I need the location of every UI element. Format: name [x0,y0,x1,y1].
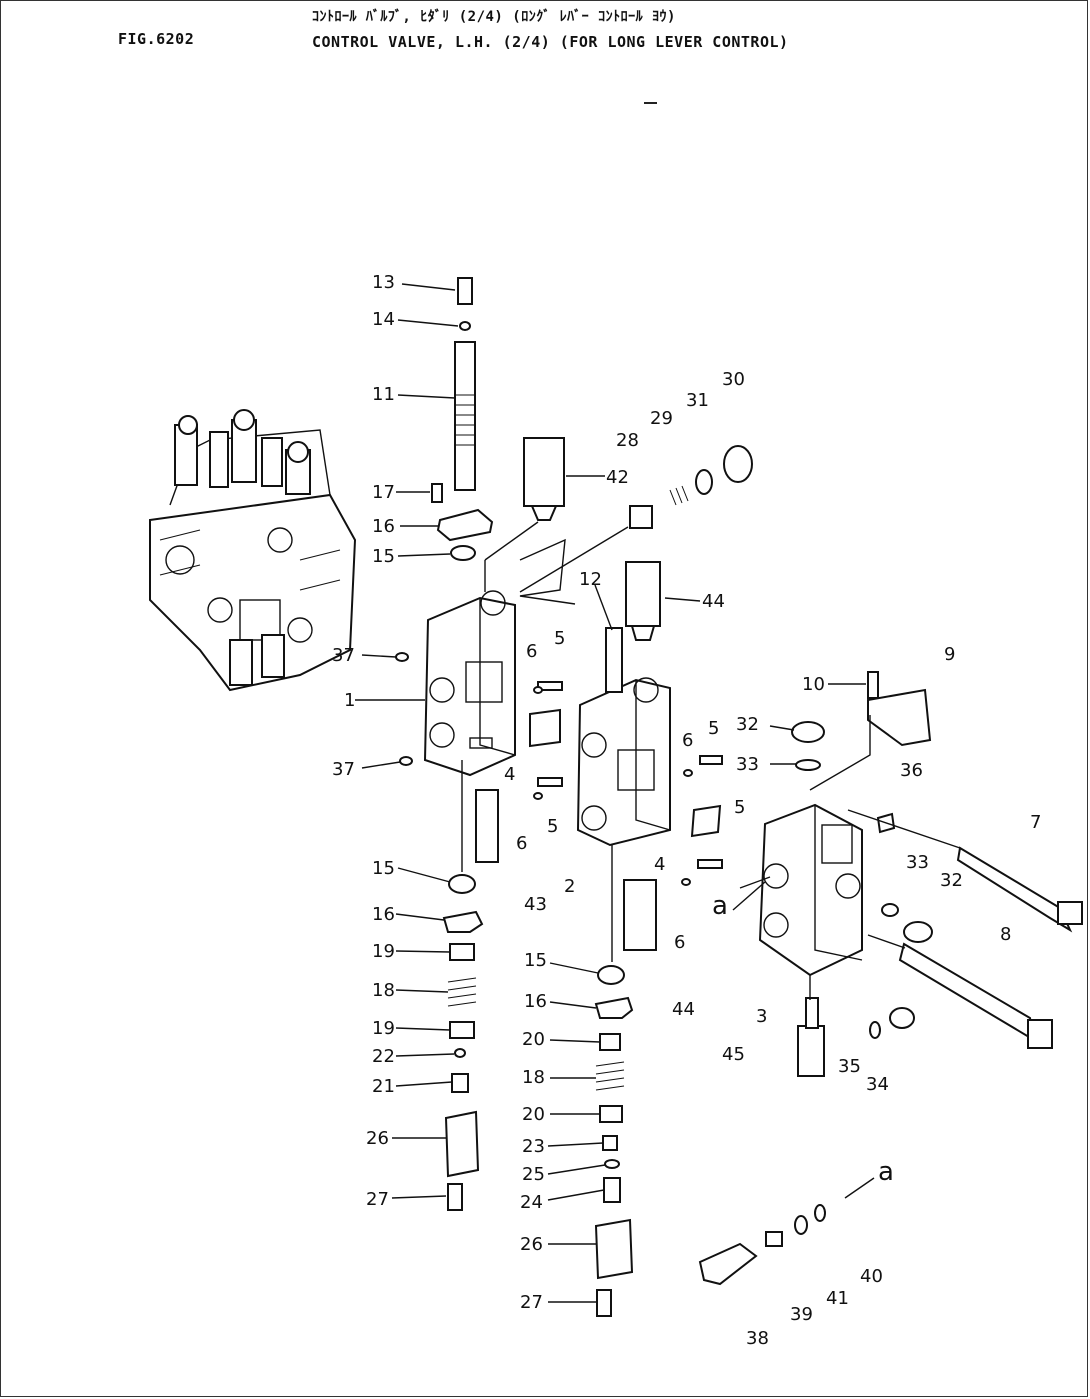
callout-16: 16 [372,904,395,925]
spool-assembly-parts [431,277,494,561]
callout-19: 19 [372,1018,395,1039]
figure-number: FIG.6202 [118,30,195,48]
callout-26: 26 [366,1128,389,1149]
callout-38: 38 [746,1328,769,1349]
part-callouts: 13 14 11 17 16 15 37 1 37 42 28 29 31 30… [332,272,1041,1349]
callout-27: 27 [366,1189,389,1210]
callout-4: 4 [654,854,665,875]
callout-6: 6 [526,641,537,662]
callout-11: 11 [372,384,395,405]
callout-20: 20 [522,1104,545,1125]
callout-30: 30 [722,369,745,390]
callout-6: 6 [682,730,693,751]
stray-mark [644,102,657,104]
reference-arrows [739,876,875,1199]
callout-35: 35 [838,1056,861,1077]
callout-23: 23 [522,1136,545,1157]
callout-16: 16 [524,991,547,1012]
callout-3: 3 [756,1006,767,1027]
callout-5: 5 [547,816,558,837]
callout-6: 6 [674,932,685,953]
callout-13: 13 [372,272,395,293]
callout-39: 39 [790,1304,813,1325]
callout-24: 24 [520,1192,543,1213]
assembled-valve-illustration [149,409,357,692]
callout-44: 44 [702,591,725,612]
callout-18: 18 [522,1067,545,1088]
callout-28: 28 [616,430,639,451]
callout-41: 41 [826,1288,849,1309]
callout-6: 6 [516,833,527,854]
callout-33: 33 [906,852,929,873]
callout-36: 36 [900,760,923,781]
callout-26: 26 [520,1234,543,1255]
callout-42: 42 [606,467,629,488]
callout-2: 2 [564,876,575,897]
callout-44: 44 [672,999,695,1020]
callout-14: 14 [372,309,395,330]
callout-16: 16 [372,516,395,537]
spring-parts-left [442,874,484,1211]
title-japanese: ｺﾝﾄﾛｰﾙ ﾊﾞﾙﾌﾞ, ﾋﾀﾞﾘ (2/4) (ﾛﾝｸﾞ ﾚﾊﾞｰ ｺﾝﾄﾛ… [312,9,676,25]
callout-33: 33 [736,754,759,775]
callout-5: 5 [554,628,565,649]
callout-43: 43 [524,894,547,915]
title-english: CONTROL VALVE, L.H. (2/4) (FOR LONG LEVE… [312,33,789,51]
leader-lines [355,283,866,1303]
callout-a: a [878,1157,894,1187]
callout-32: 32 [940,870,963,891]
callout-17: 17 [372,482,395,503]
callout-15: 15 [372,858,395,879]
valve-section-1 [395,590,516,777]
fitting-parts [698,1204,826,1286]
callout-27: 27 [520,1292,543,1313]
callout-20: 20 [522,1029,545,1050]
callout-15: 15 [372,546,395,567]
callout-7: 7 [1030,812,1041,833]
callout-5: 5 [708,718,719,739]
callout-40: 40 [860,1266,883,1287]
callout-8: 8 [1000,924,1011,945]
callout-1: 1 [344,690,355,711]
callout-22: 22 [372,1046,395,1067]
callout-37: 37 [332,645,355,666]
callout-15: 15 [524,950,547,971]
callout-12: 12 [579,569,602,590]
relief-valve-parts [484,437,753,605]
callout-29: 29 [650,408,673,429]
valve-section-2 [475,561,723,951]
callout-19: 19 [372,941,395,962]
callout-25: 25 [522,1164,545,1185]
callout-5: 5 [734,797,745,818]
callout-32: 32 [736,714,759,735]
callout-21: 21 [372,1076,395,1097]
callout-31: 31 [686,390,709,411]
spring-parts-right [461,760,634,1317]
valve-section-3 [758,671,1083,1077]
callout-37: 37 [332,759,355,780]
callout-9: 9 [944,644,955,665]
callout-34: 34 [866,1074,889,1095]
callout-45: 45 [722,1044,745,1065]
callout-a: a [712,891,728,921]
callout-4: 4 [504,764,515,785]
callout-10: 10 [802,674,825,695]
callout-18: 18 [372,980,395,1001]
